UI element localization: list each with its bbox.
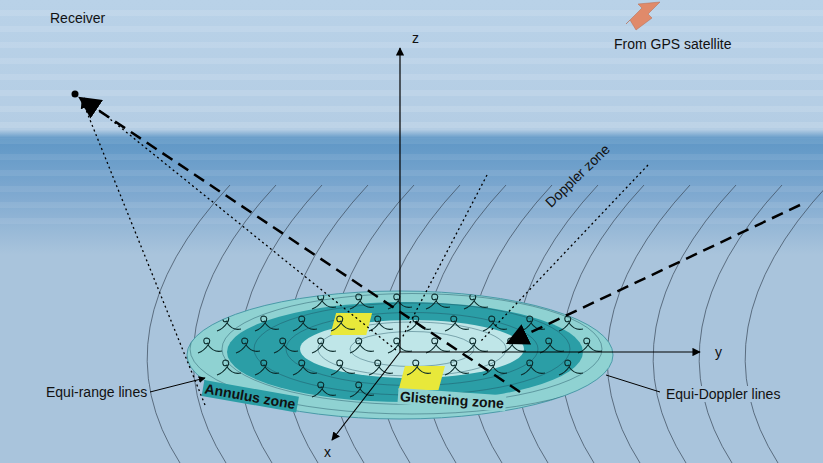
wave-symbol bbox=[464, 294, 488, 309]
z-axis bbox=[399, 48, 400, 352]
wave-symbol bbox=[407, 360, 431, 375]
wave-symbol bbox=[217, 360, 241, 375]
sky-stripe bbox=[0, 26, 823, 32]
equi-range-line bbox=[190, 284, 634, 414]
reflected-ray bbox=[80, 98, 520, 392]
wave-symbol bbox=[426, 294, 450, 309]
wave-symbol bbox=[578, 338, 602, 353]
wave-symbol bbox=[521, 316, 545, 331]
wave-symbol bbox=[350, 294, 374, 309]
wave-symbol bbox=[331, 360, 355, 375]
label: Equi-Doppler lines bbox=[664, 386, 782, 402]
receiver-dot bbox=[72, 91, 79, 98]
sky-stripe bbox=[0, 58, 823, 64]
sky-stripe bbox=[0, 170, 823, 176]
wave-symbol bbox=[559, 316, 583, 331]
wave-symbol bbox=[445, 360, 469, 375]
sky-stripe bbox=[0, 138, 823, 144]
equi-doppler-curves bbox=[147, 185, 823, 463]
wave-symbol bbox=[312, 382, 336, 397]
wave-symbol bbox=[426, 338, 450, 353]
wave-symbol bbox=[312, 294, 336, 309]
sky-stripes bbox=[0, 10, 823, 224]
wave-symbol bbox=[217, 316, 241, 331]
label: x bbox=[322, 444, 333, 460]
sky-stripe bbox=[0, 90, 823, 96]
wave-symbol bbox=[369, 316, 393, 331]
wave-symbol bbox=[350, 338, 374, 353]
leader-line bbox=[606, 375, 660, 392]
wave-symbol bbox=[464, 338, 488, 353]
equi-doppler-line bbox=[607, 185, 690, 463]
label: Receiver bbox=[48, 10, 107, 26]
sky-stripe bbox=[0, 154, 823, 160]
wave-symbol bbox=[483, 360, 507, 375]
x-axis bbox=[332, 352, 400, 440]
wave-symbol bbox=[521, 360, 545, 375]
sky-stripe bbox=[0, 202, 823, 208]
y-axis bbox=[400, 351, 700, 352]
sky-stripe bbox=[0, 218, 823, 224]
scatter-ray-dotted bbox=[82, 100, 205, 405]
wave-symbol bbox=[198, 338, 222, 353]
wave-symbol bbox=[540, 338, 564, 353]
satellite-pointer bbox=[626, 2, 660, 30]
wave-symbol bbox=[293, 360, 317, 375]
sky-stripe bbox=[0, 106, 823, 112]
sky-stripe bbox=[0, 74, 823, 80]
leader-line bbox=[150, 378, 205, 392]
wave-symbol bbox=[293, 316, 317, 331]
wave-symbol bbox=[331, 316, 355, 331]
equi-doppler-line bbox=[653, 185, 736, 463]
wave-symbol bbox=[274, 338, 298, 353]
sky-stripe bbox=[0, 10, 823, 16]
scatter-ray-dotted bbox=[84, 98, 396, 350]
label: y bbox=[713, 344, 724, 360]
wave-symbol bbox=[369, 360, 393, 375]
equi-range-ellipses bbox=[190, 284, 634, 414]
wave-symbol bbox=[312, 338, 336, 353]
wave-symbol bbox=[255, 360, 279, 375]
highlight-cell bbox=[330, 313, 372, 335]
wave-symbol bbox=[502, 338, 526, 353]
wave-symbol bbox=[559, 360, 583, 375]
equi-range-line bbox=[222, 294, 602, 405]
wave-symbol bbox=[236, 338, 260, 353]
sky-stripe bbox=[0, 186, 823, 192]
wave-symbol bbox=[255, 316, 279, 331]
label: From GPS satellite bbox=[612, 36, 733, 52]
label: Equi-range lines bbox=[44, 384, 149, 400]
wave-symbol bbox=[445, 316, 469, 331]
incident-ray-dotted bbox=[402, 175, 487, 338]
highlight-cell bbox=[398, 366, 444, 390]
equi-doppler-line bbox=[699, 185, 782, 463]
equi-range-line bbox=[254, 303, 570, 395]
label: z bbox=[410, 30, 421, 46]
incident-ray bbox=[508, 205, 800, 343]
